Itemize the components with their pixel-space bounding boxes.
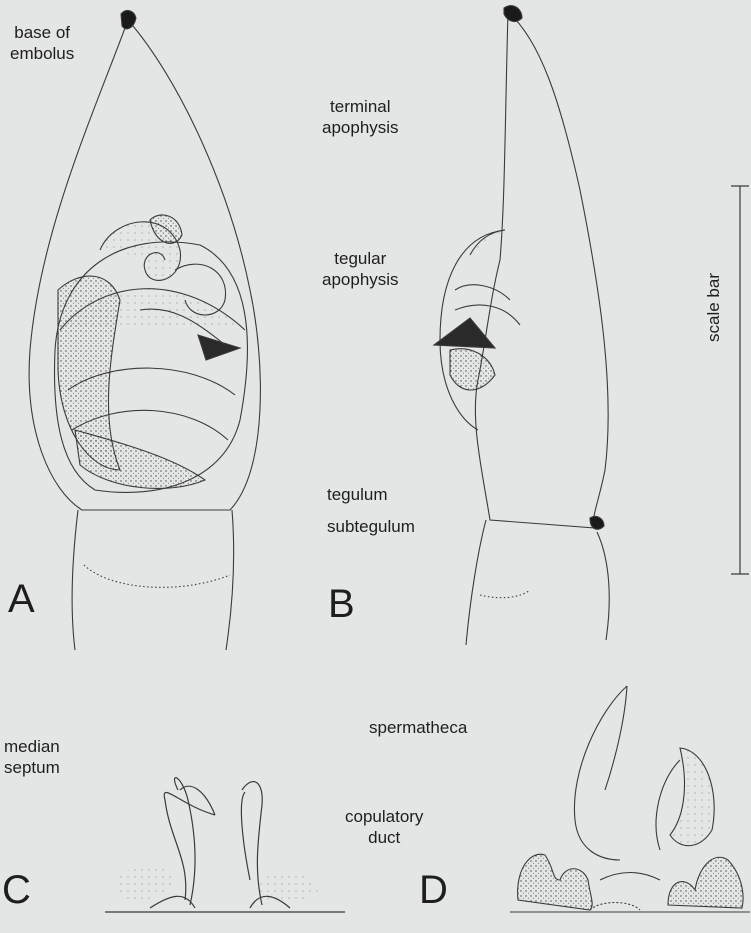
- label-tegular-apophysis: tegular apophysis: [322, 248, 399, 290]
- panel-b-subtegulum: [466, 520, 609, 645]
- panel-a-drawing: [29, 11, 260, 650]
- panel-a-tegular-apophysis: [198, 335, 240, 360]
- panel-letter-d: D: [419, 868, 448, 913]
- label-terminal-apophysis: terminal apophysis: [322, 96, 399, 138]
- panel-letter-b: B: [328, 582, 355, 627]
- panel-a-stipple-bottom: [75, 430, 205, 488]
- label-tegulum: tegulum: [327, 484, 387, 505]
- panel-a-subtegulum: [72, 510, 233, 650]
- panel-c-left-stipple: [118, 865, 175, 900]
- label-base-of-embolus: base of embolus: [10, 22, 74, 64]
- label-median-septum: median septum: [4, 736, 60, 778]
- panel-c-right-stipple: [258, 871, 318, 902]
- label-spermatheca: spermatheca: [369, 717, 467, 738]
- panel-d-left-lobes: [518, 854, 593, 910]
- panel-b-stipple: [450, 349, 495, 390]
- panel-d-right-lobes: [668, 857, 743, 908]
- label-scale-bar: scale bar: [704, 273, 724, 342]
- panel-letter-c: C: [2, 868, 31, 913]
- panel-letter-a: A: [8, 577, 35, 622]
- scale-bar: [731, 186, 749, 574]
- panel-d-spermatheca-right: [670, 748, 714, 846]
- panel-b-bulb-outline: [475, 12, 608, 528]
- panel-c-drawing: [105, 778, 345, 912]
- panel-d-spermatheca-left: [574, 686, 627, 860]
- label-copulatory-duct: copulatory duct: [345, 806, 423, 848]
- panel-b-drawing: [434, 6, 609, 645]
- label-subtegulum: subtegulum: [327, 516, 415, 537]
- panel-b-junction: [590, 516, 604, 529]
- panel-b-embolus-base: [504, 6, 522, 22]
- panel-d-drawing: [510, 686, 750, 912]
